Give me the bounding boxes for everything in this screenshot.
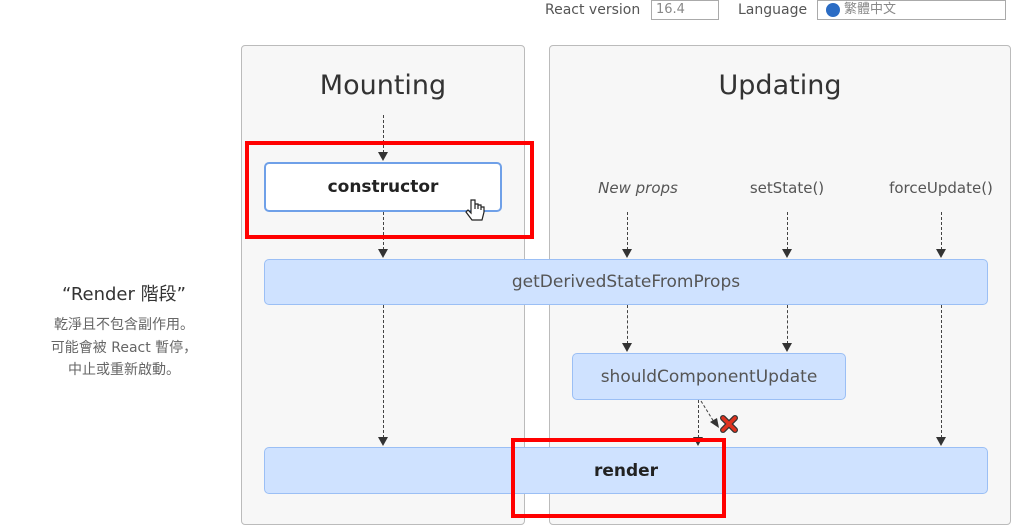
- trigger-force-update: forceUpdate(): [889, 179, 993, 197]
- render-method[interactable]: render: [264, 447, 988, 494]
- constructor-method[interactable]: constructor: [264, 162, 502, 212]
- connector: [383, 115, 384, 153]
- arrow-icon: [622, 249, 632, 258]
- connector: [627, 305, 628, 344]
- render-phase-desc-1: 乾淨且不包含副作用。: [54, 317, 194, 333]
- arrow-icon: [622, 343, 632, 352]
- arrow-icon: [378, 152, 388, 161]
- trigger-new-props: New props: [598, 179, 678, 197]
- trigger-set-state: setState(): [749, 179, 825, 197]
- highlight-render: [511, 438, 726, 518]
- render-phase-desc-2: 可能會被 React 暫停，: [50, 340, 198, 356]
- render-phase-desc-3: 中止或重新啟動。: [68, 362, 180, 378]
- arrow-icon: [936, 437, 946, 446]
- connector: [787, 305, 788, 344]
- updating-title: Updating: [718, 70, 842, 101]
- highlight-constructor: [245, 141, 534, 239]
- hand-cursor-icon: [465, 199, 485, 221]
- version-label: React version: [545, 2, 641, 18]
- globe-icon: [826, 3, 840, 17]
- arrow-icon: [378, 249, 388, 258]
- language-label: Language: [738, 2, 808, 18]
- render-phase-title: “Render 階段”: [62, 284, 186, 305]
- arrow-icon: [936, 249, 946, 258]
- arrow-icon: [378, 437, 388, 446]
- connector: [627, 212, 628, 250]
- mounting-title: Mounting: [319, 70, 447, 101]
- arrow-icon: [782, 249, 792, 258]
- should-component-update-method[interactable]: shouldComponentUpdate: [572, 353, 846, 400]
- connector: [383, 305, 384, 438]
- connector: [941, 305, 942, 438]
- connector: [941, 212, 942, 250]
- connector: [383, 212, 384, 250]
- version-select[interactable]: 16.4: [651, 0, 719, 20]
- language-select[interactable]: 繁體中文: [817, 0, 1006, 20]
- get-derived-state-method[interactable]: getDerivedStateFromProps: [264, 259, 988, 305]
- cancel-branch: [700, 400, 738, 433]
- connector: [698, 400, 699, 438]
- language-value: 繁體中文: [844, 2, 897, 17]
- connector: [787, 212, 788, 250]
- arrow-icon: [782, 343, 792, 352]
